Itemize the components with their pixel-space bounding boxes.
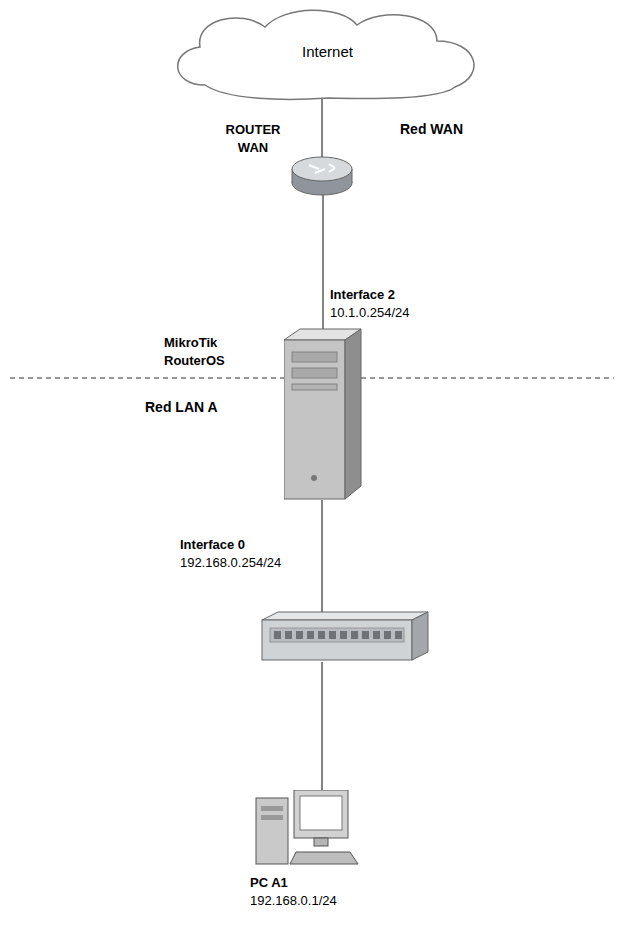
interface-address: 10.1.0.254/24	[330, 304, 410, 322]
node-title: MikroTik RouterOS	[164, 334, 256, 370]
node-address: 192.168.0.1/24	[250, 892, 380, 910]
node-title: PC A1	[250, 874, 380, 892]
lan-wire	[321, 500, 322, 617]
server-shape	[284, 328, 362, 500]
pc-icon: PC A1192.168.0.1/24	[250, 790, 360, 866]
network-link	[323, 193, 324, 330]
network-name: Red LAN A	[145, 398, 218, 416]
network-link	[322, 97, 323, 157]
interface-name: Interface 2	[330, 286, 395, 304]
router-icon: ROUTER WAN	[291, 155, 353, 197]
switch-symbol	[262, 612, 428, 660]
interface-name: Interface 0	[180, 536, 245, 554]
server-icon: MikroTik RouterOS	[284, 328, 362, 500]
node-title: Internet	[165, 43, 490, 61]
internet-cloud: Internet	[165, 5, 490, 101]
node-title: ROUTER WAN	[221, 121, 285, 157]
interface-address: 192.168.0.254/24	[180, 554, 281, 572]
lan-wire	[321, 662, 322, 790]
network-name: Red WAN	[400, 120, 463, 138]
router-shape	[291, 155, 353, 197]
pc-shape	[250, 790, 360, 866]
